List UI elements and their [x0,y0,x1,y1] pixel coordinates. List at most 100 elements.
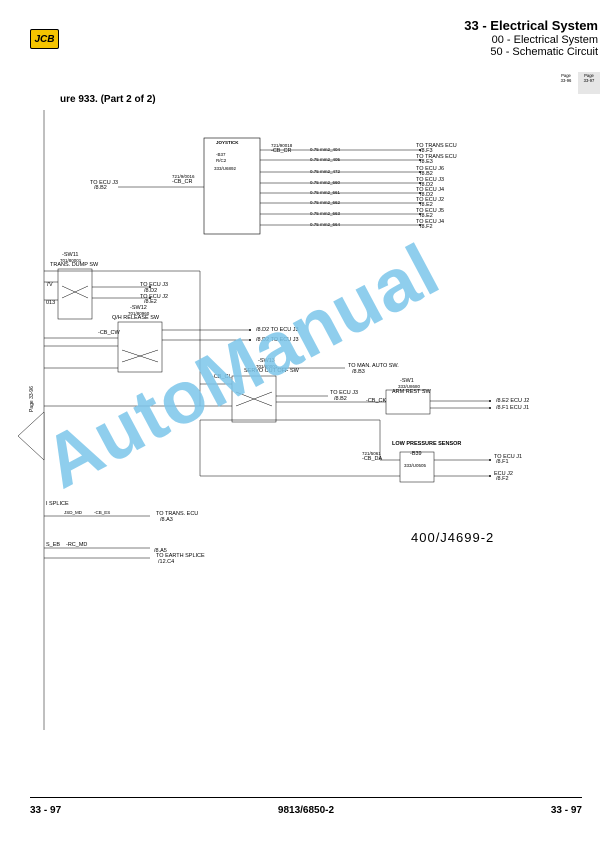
schematic-diagram [17,110,491,730]
sw11-out-ref: /8.E2 [144,299,157,305]
sw13-conn: -CB_CL [212,374,232,380]
sw13-title: SERVO CUT OFF SW [244,368,299,374]
lps-out-ref: /8.F2 [496,476,509,482]
lps-ref: -B39 [410,451,422,457]
output-ref: /8.F2 [420,224,433,230]
wire-label: 0.75 mm2_660 [310,180,341,185]
ecu-in-ref: /8.B2 [94,185,107,191]
bottom-ref1: /8.A5 [154,548,167,554]
man-auto-text: TO MAN. AUTO SW. [348,363,399,369]
output-text: TO ECU J5 [416,208,445,214]
page-tab-current[interactable]: Page 33-97 [578,72,600,94]
ecu-in-part: 721/9/0016 [172,174,195,179]
footer-doc-number: 9813/6850-2 [277,805,335,816]
section-title: 33 - Electrical System [464,18,598,33]
splice-left: JSD_MD [64,510,83,515]
sw11-name: -SW11 [62,252,79,258]
sw11-out-text: TO ECU J2 [140,294,169,300]
sw11-part: 701/80001 [60,258,82,263]
wire-label: 0.75 mm2_661 [310,190,341,195]
output-ref: /8.E3 [420,159,433,165]
output-text: TO ECU J4 [416,187,445,193]
splice-title: I SPLICE [46,501,69,507]
side-page-tab[interactable]: Page 33-96 [29,386,35,412]
footer-page-left: 33 - 97 [30,805,62,816]
page-tab-label: Page [584,73,594,78]
output-ref: /8.E2 [420,202,433,208]
sw11-title: TRANS. DUMP SW [50,262,99,268]
drawing-reference: 400/J4699-2 [411,530,495,545]
lps-conn: -CB_DA [362,456,383,462]
earth-text: TO EARTH SPLICE [156,553,205,559]
figure-title: ure 933. (Part 2 of 2) [60,94,156,105]
sw13-out-ref: /8.B2 [334,396,347,402]
splice-ref: /8.A3 [160,517,173,523]
wire-label: 0.75 mm2_663 [310,211,341,216]
output-ref: /8.E2 [420,213,433,219]
wire-label: 0.75 mm2_472 [310,169,341,174]
lps-out-text: ECU J2 [494,471,513,477]
topic-title: 50 - Schematic Circuit [490,46,598,58]
output-ref: /8.D2 [420,182,434,188]
sw12-name: -SW12 [130,305,147,311]
output-text: TO ECU J6 [416,166,445,172]
sw1-out: /8.F1 ECU J1 [496,405,530,411]
lps-title: LOW PRESSURE SENSOR [392,441,462,447]
sw11-v: 7V [46,282,53,288]
page-tab-label: Page [561,73,571,78]
footer-rule [30,797,582,798]
sw11-code: 013 [46,300,56,306]
page-tab-value: 33-97 [583,78,595,83]
sw1-name: -SW1 [400,378,414,384]
output-text: TO ECU J3 [416,177,445,183]
wire-label: 0.75 mm2_662 [310,200,341,205]
output-text: TO TRANS ECU [416,143,457,149]
logo-text: JCB [34,33,55,45]
joystick-part: 721/90018 [271,143,293,148]
footer-page-right: 33 - 97 [550,805,582,816]
subsection-title: 00 - Electrical System [491,34,598,46]
joystick-ref: -B37 [216,152,226,157]
wire-label: 0.75 mm2_405 [310,157,341,162]
joystick-code: 333/U6892 [214,166,237,171]
splice-to: TO TRANS. ECU [156,511,199,517]
sw1-conn: -CB_CK [366,398,387,404]
bottom-mid: -RC_MD [66,542,88,548]
wire-label: 0.75 mm2_664 [310,222,341,227]
output-ref: /8.F3 [420,148,433,154]
output-text: TO TRANS ECU [416,154,457,160]
sw12-out: /8.D2 TO ECU J3 [256,327,299,333]
joystick-title: JOYSTICK [216,140,239,145]
sw1-title: ARM REST SW [392,389,431,395]
sw11-out-ref: /8.D2 [144,288,158,294]
page-tab-value: 33-96 [560,78,572,83]
earth-ref: /12.C4 [158,559,175,565]
sw11-out-text: TO ECU J3 [140,282,169,288]
joystick-conn: -CB_CR [271,148,292,154]
sw1-part: 333/U8680 [398,384,421,389]
lps-out-text: TO ECU J1 [494,454,523,460]
sw12-part: 701/80960 [128,311,150,316]
ecu-in-text: TO ECU J3 [90,180,119,186]
lps-code: 333/U0505 [404,463,427,468]
man-auto-ref: /8.B3 [352,369,365,375]
jcb-logo: JCB [30,29,59,49]
splice-right: -CB_ES [94,510,111,515]
sw13-name: -SW13 [258,358,275,364]
output-ref: /8.D2 [420,192,434,198]
sw1-out: /8.E2 ECU J2 [496,398,530,404]
output-text: TO ECU J4 [416,219,445,225]
lps-part: 721/5061 [362,451,381,456]
sw12-out: /8.D2 TO ECU J3 [256,337,299,343]
bottom-left: S_EB [46,542,61,548]
sw13-part: 701/80001 [256,364,278,369]
wire-label: 0.75 mm2_404 [310,147,341,152]
page-tab-prev[interactable]: Page 33-96 [555,72,577,94]
sw12-title: Q/H RELEASE SW [112,315,160,321]
joystick-sub: R/C2 [216,158,227,163]
sw13-out-text: TO ECU J3 [330,390,359,396]
output-text: TO ECU J2 [416,197,445,203]
output-ref: /8.B2 [420,171,433,177]
ecu-in-conn: -CB_CR [172,179,193,185]
sw12-conn: -CB_CW [98,330,120,336]
